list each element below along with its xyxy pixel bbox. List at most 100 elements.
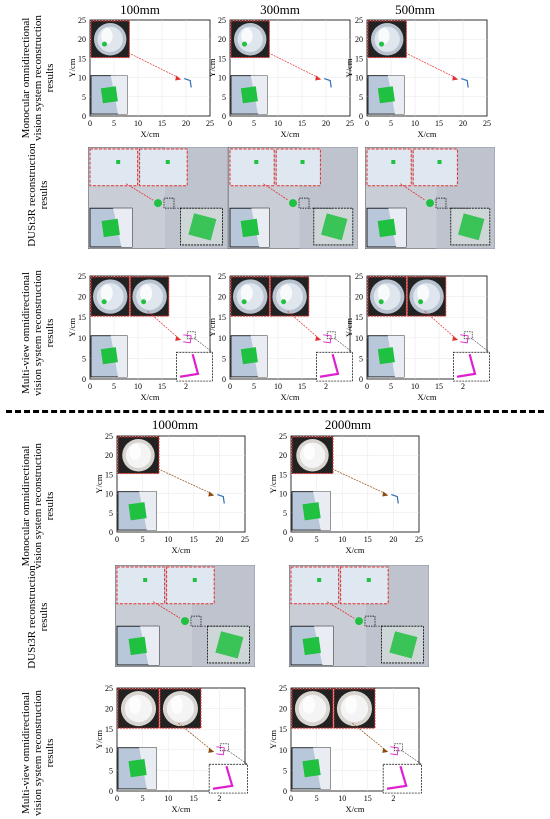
col-title-1000mm: 1000mm (151, 417, 199, 432)
x-tick-mono-4-4: 20 (389, 535, 397, 544)
x-tick-multi-0-1: 5 (112, 382, 116, 391)
fisheye-b-multi-4-glare (344, 696, 358, 714)
x-tick-multi-3-2: 10 (164, 794, 172, 803)
dust3r-inset-3-floor (140, 626, 159, 665)
y-tick-multi-3-2: 10 (105, 746, 113, 755)
section-divider (6, 410, 544, 413)
x-label-mono-3: X/cm (172, 545, 191, 555)
fisheye-b-multi-3-glare (170, 696, 184, 714)
dust3r-inset-0-floor (113, 208, 132, 247)
arrow-line-mono-1 (268, 52, 319, 78)
y-tick-mono-3-2: 10 (105, 490, 113, 499)
row-label-dust3r-bottom: DUSt3R reconstruction results (26, 565, 50, 669)
y-tick-multi-4-0: 0 (283, 787, 287, 796)
zoom-trajectory-multi-3 (212, 765, 234, 790)
dust3r-inset-3 (116, 625, 160, 666)
dust3r-green-blob-3 (181, 617, 189, 626)
x-tick-multi-1-4: 2 (324, 382, 328, 391)
trajectory-mono-1 (324, 77, 332, 88)
inset-multi-2-floor (387, 335, 404, 377)
dust3r-thumb-green-4-0 (317, 578, 322, 583)
x-tick-mono-4-3: 15 (364, 535, 372, 544)
y-tick-mono-2-2: 10 (355, 74, 363, 83)
y-tick-mono-4-2: 10 (279, 490, 287, 499)
dust3r-arrow-2 (400, 183, 426, 201)
dust3r-arrow-0 (125, 183, 154, 201)
y-tick-mono-1-3: 15 (218, 54, 226, 63)
y-tick-multi-1-4: 20 (218, 293, 226, 302)
y-label-multi-3: Y/cm (95, 730, 104, 749)
dust3r-inset-4 (290, 625, 334, 666)
trajectory-multi-0 (183, 334, 192, 344)
y-label-multi-2: Y/cm (345, 318, 354, 337)
dust3r-inset-0 (89, 207, 133, 248)
zoom-trajectory-multi-1 (319, 353, 340, 378)
arrow-line-multi-4 (352, 722, 386, 751)
inset-mono-0 (90, 75, 128, 115)
dust3r-zoom-green-3 (215, 631, 244, 659)
dust3r-thumb-4-1 (340, 566, 389, 605)
x-tick-multi-4-1: 5 (315, 794, 319, 803)
x-tick-mono-1-1: 5 (252, 119, 256, 128)
x-tick-mono-0-1: 5 (112, 119, 116, 128)
y-tick-mono-1-1: 5 (222, 93, 226, 102)
arrow-line-mono-3 (157, 468, 212, 494)
col-title-100mm: 100mm (120, 2, 160, 17)
fisheye-b-multi-2-green-dot (418, 299, 424, 305)
fisheye-a-multi-0 (90, 276, 130, 317)
x-tick-multi-3-1: 5 (141, 794, 145, 803)
y-tick-multi-0-4: 20 (78, 293, 86, 302)
x-tick-mono-4-5: 25 (415, 535, 423, 544)
dust3r-green-blob-4 (355, 617, 363, 626)
dust3r-inset-1-green-square (240, 218, 260, 238)
x-label-mono-4: X/cm (346, 545, 365, 555)
y-tick-mono-4-1: 5 (283, 509, 287, 518)
y-tick-mono-2-3: 15 (355, 54, 363, 63)
x-tick-mono-0-4: 20 (182, 119, 190, 128)
y-tick-multi-3-4: 20 (105, 705, 113, 714)
x-tick-mono-3-2: 10 (164, 535, 172, 544)
x-label-multi-1: X/cm (281, 392, 300, 402)
y-tick-mono-0-1: 5 (82, 93, 86, 102)
fisheye-a-multi-2-green-dot (378, 299, 384, 305)
zoom-connector-multi-0 (195, 338, 213, 353)
fisheye-a-multi-4-glare (302, 696, 316, 714)
zoom-connector-multi-1 (335, 338, 353, 353)
x-tick-mono-2-2: 10 (411, 119, 419, 128)
y-tick-mono-2-0: 0 (359, 112, 363, 121)
dust3r-thumb-green-1-1 (300, 160, 305, 165)
y-tick-multi-1-2: 10 (218, 334, 226, 343)
dust3r-inset-3-green-square (128, 636, 147, 656)
x-label-multi-3: X/cm (172, 804, 191, 814)
col-title-2000mm: 2000mm (324, 417, 372, 432)
dust3r-thumb-1-0 (229, 148, 275, 187)
zoom-connector-multi-2 (472, 338, 490, 353)
y-label-mono-2: Y/cm (345, 58, 354, 77)
fisheye-a-multi-2-glare (377, 284, 390, 302)
col-title-300mm: 300mm (260, 2, 300, 17)
inset-multi-4-green-square (302, 759, 321, 778)
fisheye-b-multi-1-green-dot (281, 299, 287, 305)
fisheye-a-multi-3 (117, 688, 160, 729)
y-tick-multi-2-3: 15 (355, 313, 363, 322)
x-tick-multi-0-2: 10 (134, 382, 142, 391)
y-tick-mono-3-5: 25 (105, 432, 113, 441)
zoom-trajectory-multi-4 (386, 765, 408, 790)
y-label-mono-4: Y/cm (269, 474, 278, 493)
y-tick-multi-4-1: 5 (283, 766, 287, 775)
photo-dust3r-2 (365, 147, 495, 249)
x-label-multi-2: X/cm (418, 392, 437, 402)
y-tick-multi-1-3: 15 (218, 313, 226, 322)
y-label-multi-0: Y/cm (68, 318, 77, 337)
dust3r-arrow-3 (152, 601, 181, 619)
dust3r-thumb-2-1 (412, 148, 458, 187)
y-label-multi-4: Y/cm (269, 730, 278, 749)
inset-mono-1-floor (250, 75, 267, 115)
trajectory-mono-3 (217, 493, 225, 504)
fisheye-mono-4 (291, 436, 334, 474)
y-tick-mono-1-5: 25 (218, 16, 226, 25)
dust3r-zoom-green-4 (389, 631, 418, 659)
inset-multi-3-floor (139, 747, 157, 789)
inset-multi-3 (117, 747, 157, 790)
